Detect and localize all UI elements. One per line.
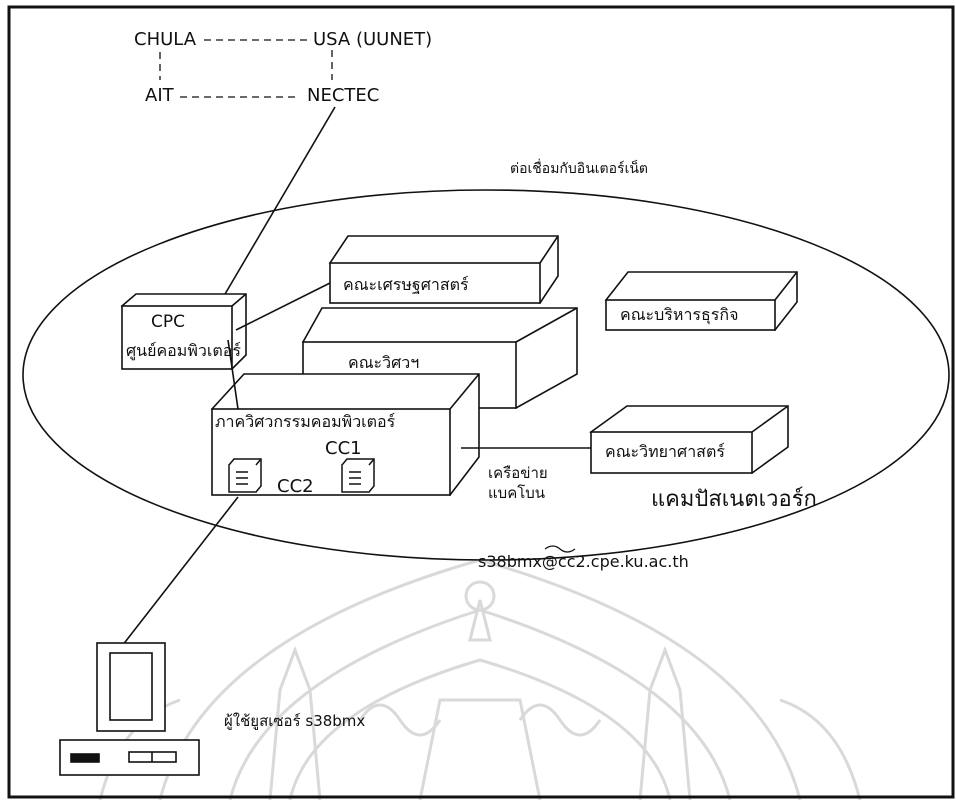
- science-box: [591, 406, 788, 473]
- cpc-title: CPC: [151, 314, 185, 331]
- user-computer-base-icon: [60, 740, 199, 775]
- cc1-label: CC1: [325, 440, 362, 458]
- science-label: คณะวิทยาศาสตร์: [605, 444, 725, 460]
- backbone-label-line2: แบคโบน: [488, 486, 545, 501]
- computer-engineering-label: ภาควิศวกรรมคอมพิวเตอร์: [215, 414, 395, 430]
- economics-label: คณะเศรษฐศาสตร์: [343, 277, 469, 293]
- user-monitor-icon: [97, 643, 165, 731]
- campus-network-label: แคมปัสเนตเวอร์ก: [651, 489, 817, 511]
- node-usa-uunet: USA (UUNET): [313, 31, 432, 49]
- backbone-label-line1: เครือข่าย: [488, 466, 548, 481]
- cpc-name: ศูนย์คอมพิวเตอร์: [126, 343, 241, 359]
- server-cc2-icon: [229, 459, 261, 492]
- business-label: คณะบริหารธุรกิจ: [620, 307, 738, 323]
- internet-connection-label: ต่อเชื่อมกับอินเตอร์เน็ต: [510, 162, 648, 176]
- email-address: s38bmx@cc2.cpe.ku.ac.th: [478, 554, 689, 570]
- cc2-label: CC2: [277, 478, 314, 496]
- node-ait: AIT: [145, 87, 174, 105]
- user-label: ผู้ใช้ยูสเซอร์ s38bmx: [224, 714, 365, 729]
- node-chula: CHULA: [134, 31, 196, 49]
- watermark-seal: [100, 560, 860, 800]
- nectec-cpc-link: [218, 107, 335, 306]
- node-nectec: NECTEC: [307, 87, 379, 105]
- server-cc1-icon: [342, 459, 374, 492]
- engineering-label: คณะวิศวฯ: [348, 355, 419, 371]
